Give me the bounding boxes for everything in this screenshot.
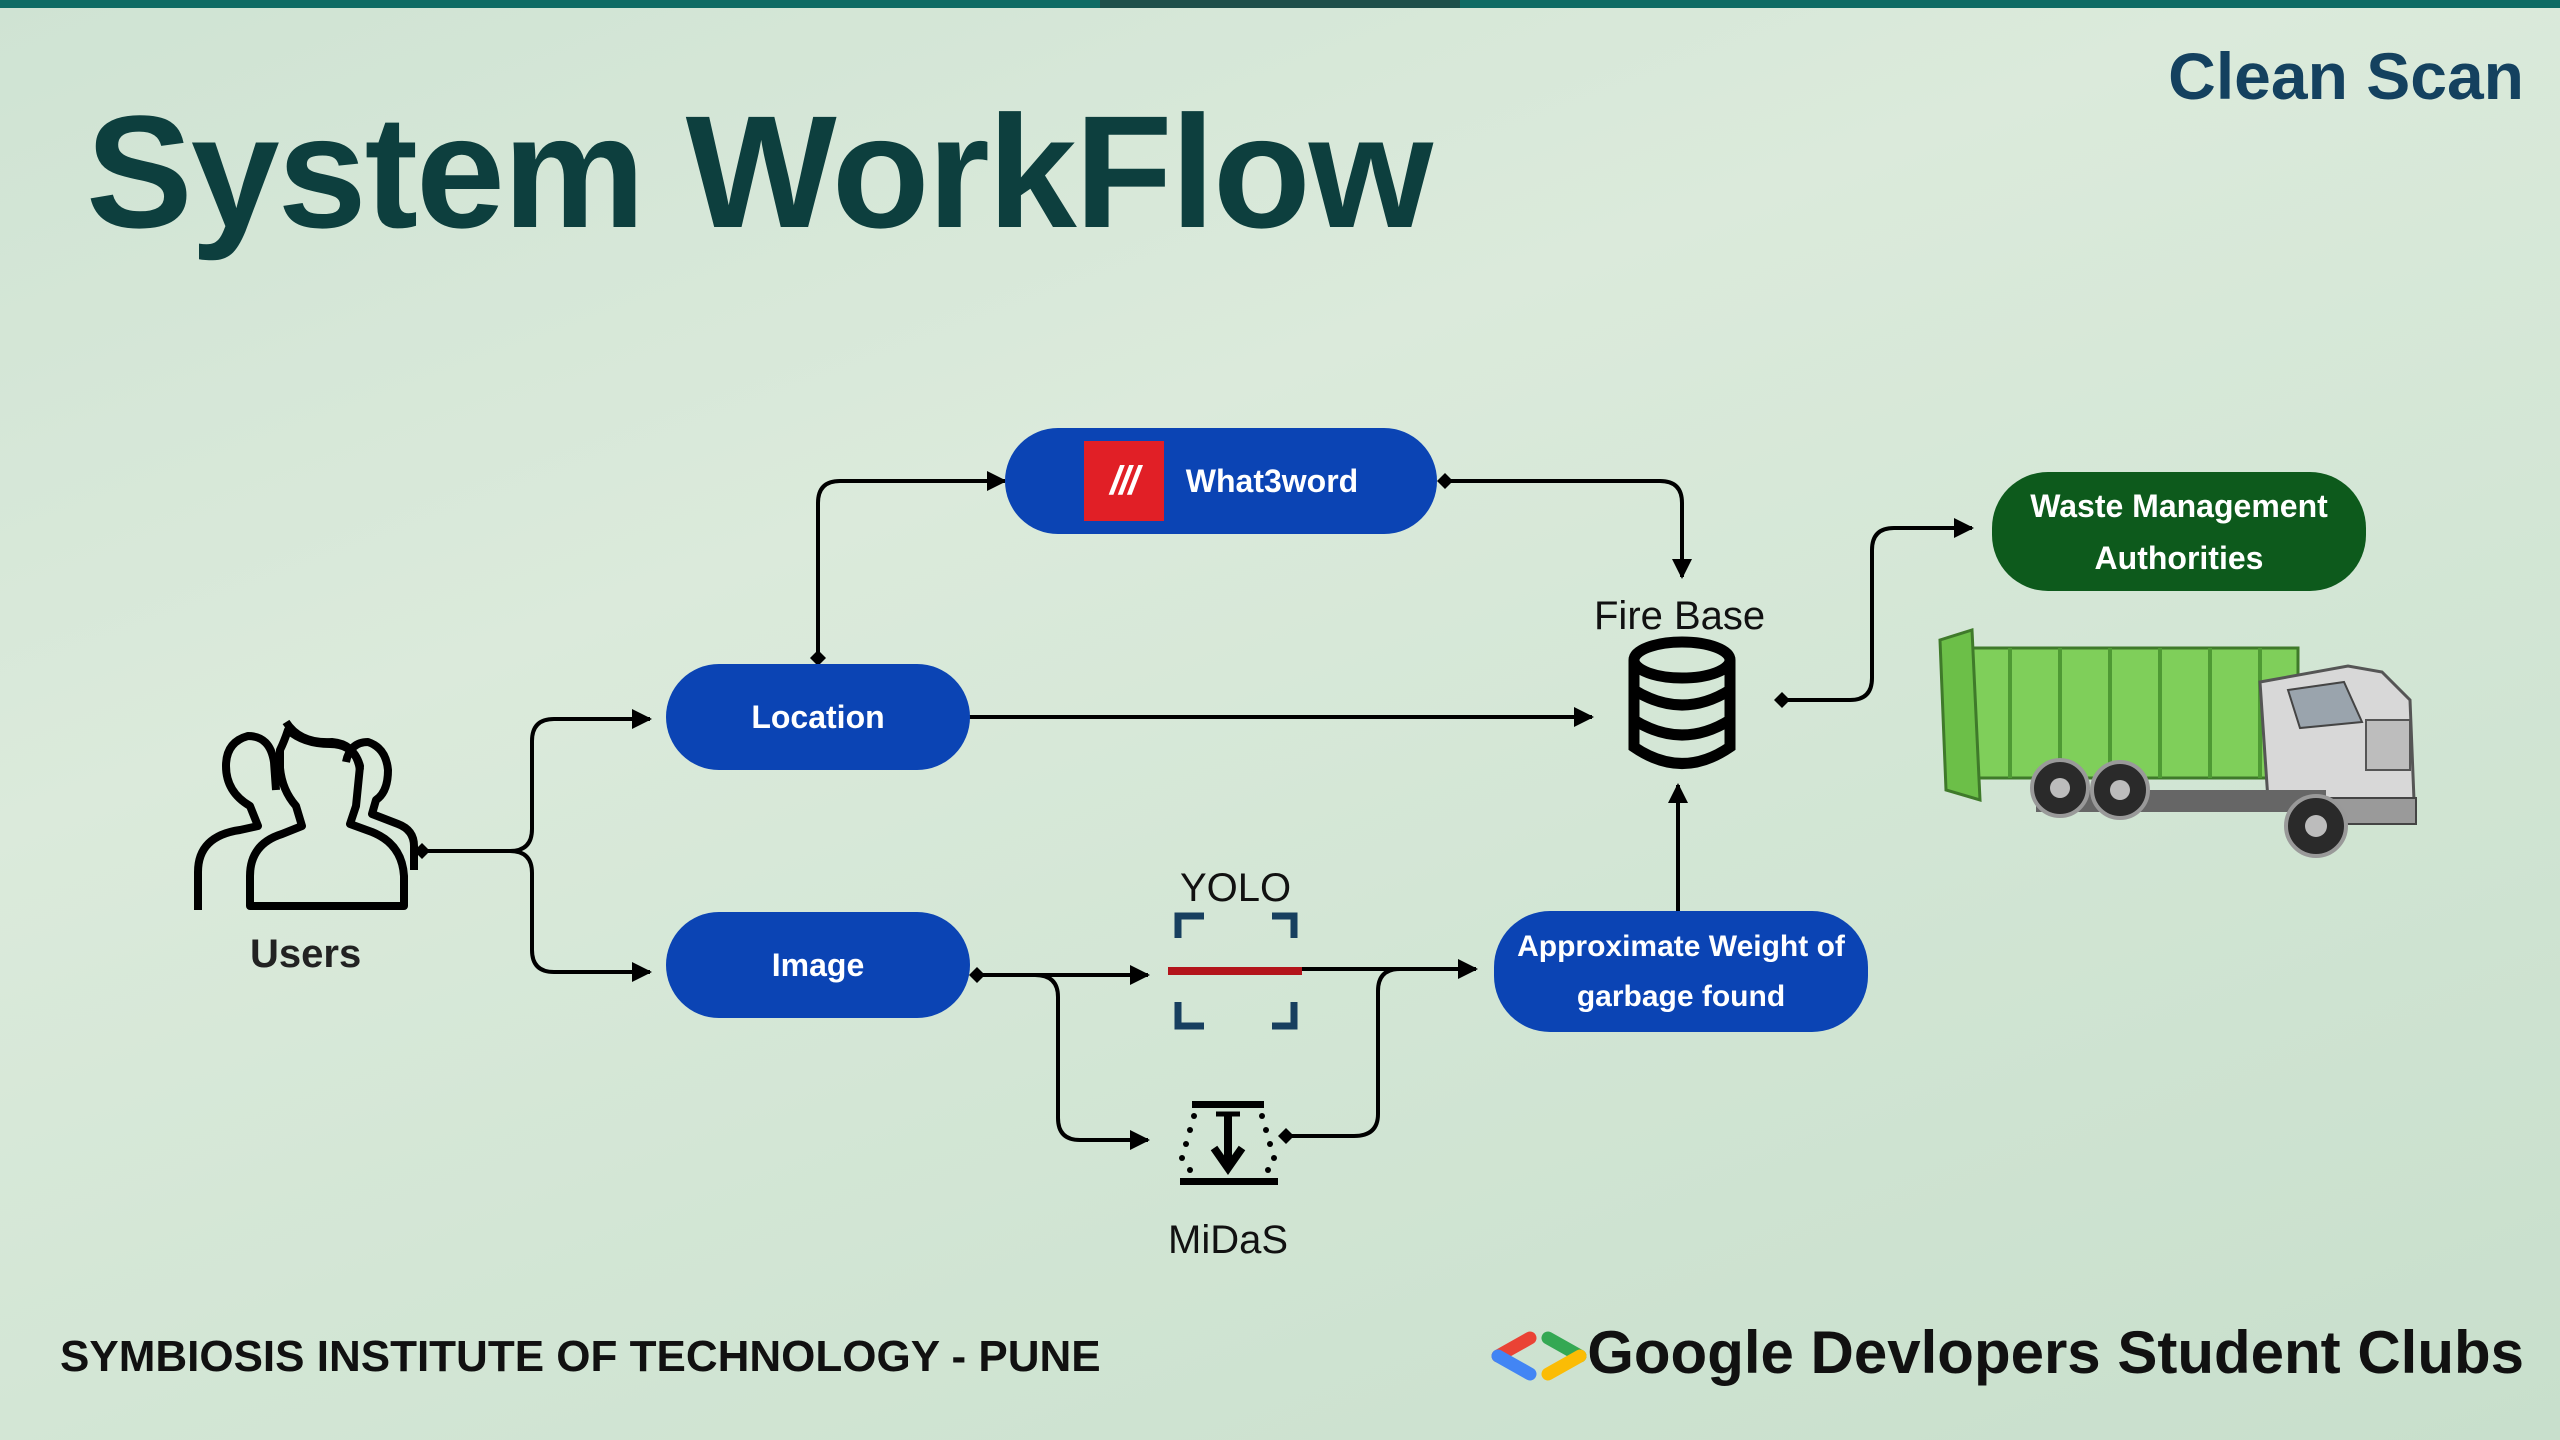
what3words-logo-icon: ///: [1083, 441, 1164, 521]
weight-label-line2: garbage found: [1576, 979, 1786, 1013]
authorities-label-line2: Authorities: [2094, 539, 2264, 576]
authorities-label-line1: Waste Management: [2030, 487, 2328, 524]
database-icon: [1628, 636, 1736, 769]
gdsc-logo-icon: [1491, 1331, 1587, 1381]
users-label: Users: [250, 932, 362, 976]
what3word-label: What3word: [1185, 462, 1359, 499]
node-location: Location: [666, 664, 970, 770]
institute-name: SYMBIOSIS INSTITUTE OF TECHNOLOGY - PUNE: [60, 1332, 1101, 1381]
depth-icon: [1179, 1101, 1278, 1185]
gdsc-name: Google Devlopers Student Clubs: [1587, 1319, 2524, 1386]
top-bar-accent: [1100, 0, 1460, 8]
weight-label-line1: Approximate Weight of: [1517, 929, 1845, 963]
node-image: Image: [666, 912, 970, 1018]
node-waste-management-authorities: Waste Management Authorities: [1992, 472, 2366, 591]
image-label: Image: [771, 946, 865, 983]
midas-label: MiDaS: [1168, 1218, 1289, 1262]
location-label: Location: [751, 698, 885, 735]
yolo-label: YOLO: [1180, 866, 1292, 910]
firebase-label: Fire Base: [1594, 594, 1766, 638]
users-icon: [194, 719, 418, 910]
page-title: System WorkFlow: [86, 82, 1433, 261]
node-what3word: /// What3word: [1005, 428, 1437, 534]
scan-icon: [1168, 912, 1302, 1030]
garbage-truck-icon: [1938, 627, 2417, 858]
node-approximate-weight: Approximate Weight of garbage found: [1494, 911, 1868, 1032]
brand-name: Clean Scan: [2168, 39, 2524, 113]
